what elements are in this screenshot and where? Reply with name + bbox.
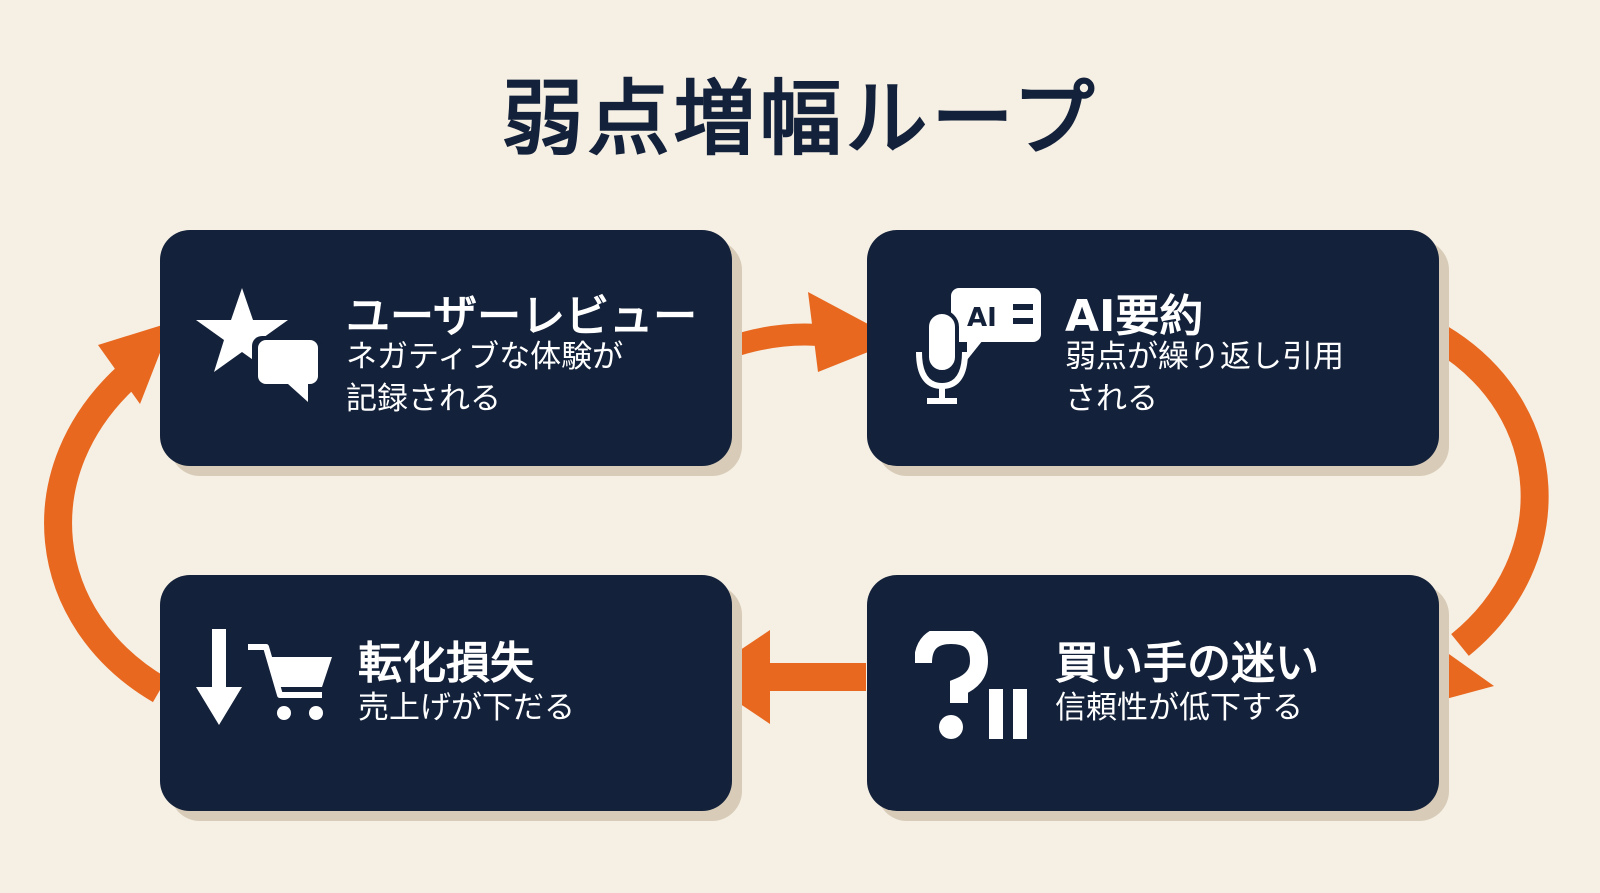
- card-desc-line2: 記録される: [346, 381, 501, 417]
- card-heading: ユーザーレビュー: [346, 291, 698, 342]
- arrow-head-review-to-ai: [808, 292, 898, 372]
- card-heading: AI要約: [1065, 291, 1204, 342]
- ai-icon-label: AI: [967, 303, 997, 333]
- card-desc-line1: 弱点が繰り返し引用: [1065, 339, 1344, 375]
- star-speech-bubble-icon: [196, 288, 322, 402]
- down-arrow-cart-icon: [196, 629, 332, 725]
- card-desc-line1: ネガティブな体験が: [346, 339, 624, 375]
- arrow-buyer-to-loss: [762, 663, 866, 691]
- card-conversion-loss: 転化損失 売上げが下だる: [160, 575, 732, 811]
- diagram-title: 弱点増幅ループ: [501, 72, 1099, 167]
- card-desc-line2: される: [1065, 381, 1158, 417]
- microphone-ai-bubble-icon: AI: [916, 288, 1041, 404]
- card-desc-line1: 売上げが下だる: [358, 690, 575, 726]
- arrow-head-buyer-to-loss: [700, 630, 770, 724]
- card-user-review: ユーザーレビュー ネガティブな体験が 記録される: [160, 230, 732, 466]
- card-buyer-hesitation: 買い手の迷い 信頼性が低下する: [867, 575, 1439, 811]
- card-ai-summary: AI AI要約 弱点が繰り返し引用 される: [867, 230, 1439, 466]
- arrow-head-loss-to-review: [98, 322, 172, 404]
- arrow-ai-to-buyer: [1432, 326, 1549, 656]
- arrow-loss-to-review: [44, 361, 168, 703]
- question-pause-icon: [915, 631, 1027, 739]
- card-desc-line1: 信頼性が低下する: [1055, 690, 1303, 726]
- card-heading: 転化損失: [358, 638, 534, 689]
- card-heading: 買い手の迷い: [1055, 638, 1319, 689]
